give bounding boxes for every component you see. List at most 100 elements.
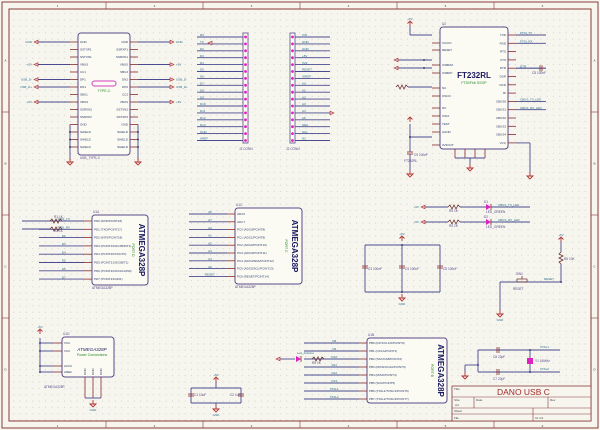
header-net-label: D5 [200, 68, 204, 72]
atmega_b-net-label: D13 [331, 379, 337, 383]
column-marker: 3 [251, 424, 253, 428]
usb-pin-name: SHIELD [117, 138, 129, 142]
atmega_c-pin-name: PC3 (ADC3/PCINT11) [237, 251, 267, 255]
power-arrow-icon [399, 235, 405, 239]
atmega-power-pin-name: GND [99, 368, 103, 376]
ft232-pin-name: RI [503, 91, 506, 95]
ground-icon [88, 403, 98, 408]
ft232-pin-name: AGND [442, 130, 452, 134]
atmega-power-pin-name: VCC [64, 341, 71, 345]
header-net-label: D10 [200, 102, 206, 106]
ft232-pin-name: USBDP [442, 71, 452, 75]
ft232-pin-name: DCD [500, 83, 507, 87]
usb-ref: USB_TYPE-C [80, 156, 101, 160]
column-marker: 5 [445, 424, 447, 428]
header-ref: J1 CONN [239, 147, 253, 151]
capacitor-label: C4 100nF [405, 267, 419, 271]
header-net-label: +5V [302, 54, 307, 58]
header-pin-icon [291, 132, 294, 136]
usb-pin-name: SSTXN2 [116, 108, 128, 112]
ground-icon [465, 167, 475, 172]
ground-icon [397, 297, 407, 302]
ground-net-label: GND [25, 40, 33, 44]
resistor-icon [49, 226, 63, 232]
ft232-pin-name: DSR [500, 75, 507, 79]
arduino-led-label: Led_Arduino [297, 351, 314, 355]
usb-pin-name: DP1 [80, 78, 86, 82]
pin-header [242, 32, 249, 144]
header-pin-icon [291, 111, 294, 115]
row-marker: C [4, 265, 7, 269]
atmega_b-pin-name: PB7 (XTAL2/TOSC2/PCINT7) [369, 397, 409, 401]
ft232-pin-name: DTR [500, 66, 507, 70]
usb-pin-name: VBUS [120, 63, 128, 67]
ft232-pin-name: TEST [442, 122, 450, 126]
header-pin-icon [291, 125, 294, 129]
resistor-icon [49, 218, 63, 224]
header-net-label: IOREF [302, 75, 311, 79]
resistor-label: R6 10K [564, 257, 576, 261]
power-flag-icon [169, 62, 175, 67]
atmega_b-pin-name: PB2 (SS/OC1B/PCINT2) [369, 357, 402, 361]
usb-pin-name: SSRXP1 [116, 48, 128, 52]
atmega-power-chip [61, 336, 115, 378]
header-net-label: A1 [302, 88, 306, 92]
usb-pin-name: SSRXN2 [80, 108, 92, 112]
header-net-label: D12 [200, 116, 206, 120]
power-arrow-icon [37, 328, 43, 332]
ft232-pin-name: NC [442, 86, 447, 90]
header-pin-icon [291, 35, 294, 39]
ft232-pin-name: CBUS3 [496, 124, 506, 128]
usb-pin-name: SSTXP1 [80, 48, 92, 52]
row-marker: B [593, 162, 595, 166]
atmega_b-net-label: D11 [332, 363, 338, 367]
ft232-pin-name: 3V3OUT [442, 143, 454, 147]
header-net-label: GND [200, 130, 208, 134]
capacitor-label: C9 100nF [414, 153, 428, 157]
ground-icon [495, 313, 505, 318]
atmega_c-net-label: A5 [208, 265, 212, 269]
atmega_d-footprint: ATMEGA328P [92, 286, 113, 290]
atmega-power-pin-name: GND [91, 368, 95, 376]
net-label: GND [176, 40, 184, 44]
ft232-pin-name: CBUS4 [496, 133, 506, 137]
atmega_d-net-label: D7 [62, 275, 66, 279]
ft232-pin-name: USBDM [442, 63, 453, 67]
header-pin-icon [291, 56, 294, 60]
atmega_b-pin-name: PB5 (SCK/PCINT5) [369, 381, 395, 385]
atmega_b-net-label: XTAL1 [330, 387, 339, 391]
ground-label: GND [213, 413, 221, 417]
column-marker: 1 [57, 4, 59, 8]
atmega-power-pin-name: GND [83, 368, 87, 376]
power-flag-icon [33, 39, 39, 45]
usb-pin-name: VBUS [80, 100, 88, 104]
header-net-label: D9 [200, 95, 204, 99]
header-net-label: D2 [200, 47, 204, 51]
atmega_b-name: ATMEGA328P [436, 344, 445, 397]
ft232-pin-name: RTS [500, 50, 506, 54]
junction-dot [529, 371, 531, 373]
led-ref: D1 [484, 200, 488, 204]
row-marker: A [4, 59, 6, 63]
atmega-power-pin-name: AREF [64, 370, 72, 374]
usb-pin-name: DP2 [122, 85, 128, 89]
crystal-net-label: XTAL1 [540, 345, 549, 349]
header-net-label: VIN [302, 33, 307, 37]
junction-dot [137, 146, 139, 148]
header-pin-icon [291, 83, 294, 87]
resistor-label: R2 1K [54, 229, 64, 233]
ft232-pin-name: RXD [500, 41, 507, 45]
atmega-power-pin-name: VCC [64, 349, 71, 353]
ft232-pin-name: NC [442, 106, 447, 110]
header-pin-icon [244, 104, 247, 108]
header-net-label: GND [302, 47, 310, 51]
capacitor-label: C6 22pF [493, 355, 505, 359]
net-label: +5V [27, 100, 32, 104]
header-net-label: D11 [200, 109, 206, 113]
column-marker: 6 [542, 424, 544, 428]
arduino-led-icon [296, 356, 301, 362]
net-label: +5V [27, 63, 32, 67]
resistor-icon [395, 84, 409, 90]
atmega_b-pin-name: PB6 (XTAL1/TOSC1/PCINT6) [369, 389, 409, 393]
